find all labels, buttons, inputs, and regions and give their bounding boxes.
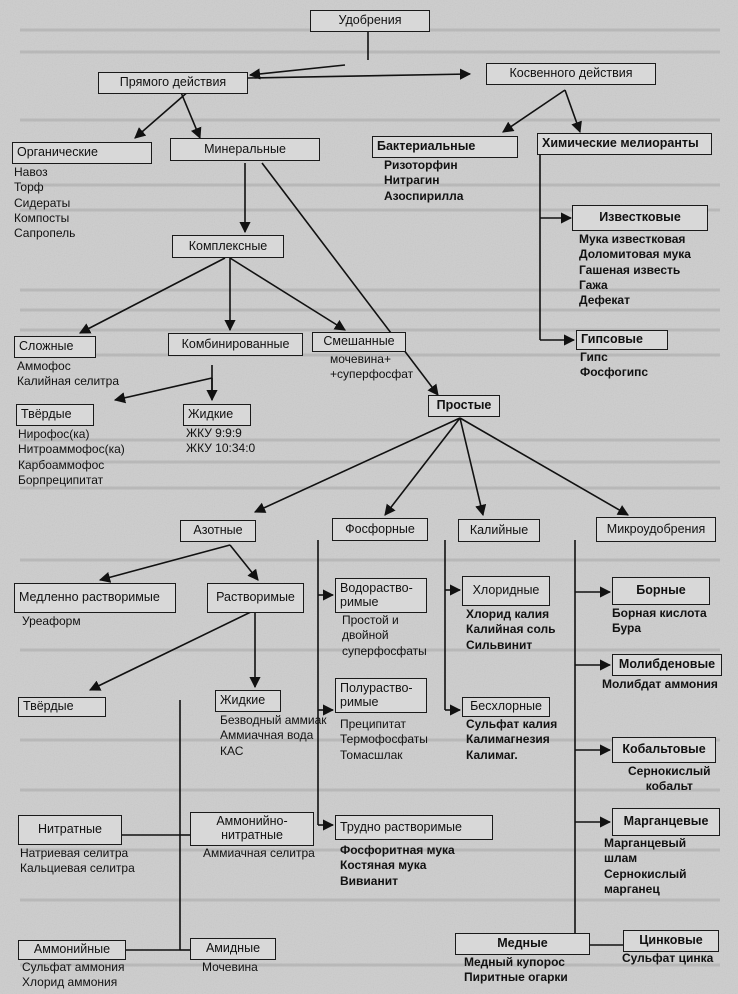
node-semi-soluble: Полураство-римые [335, 678, 427, 713]
node-hard-soluble: Трудно растворимые [335, 815, 493, 840]
node-copper: Медные [455, 933, 590, 955]
ammonium-nitrate-list: Аммиачная селитра [203, 846, 315, 860]
node-nitrate: Нитратные [18, 815, 122, 845]
node-fertilizers: Удобрения [310, 10, 430, 32]
node-complex: Комплексные [172, 235, 284, 258]
node-soluble: Растворимые [207, 583, 304, 613]
node-direct-action: Прямого действия [98, 72, 248, 94]
node-molybdenum: Молибденовые [612, 654, 722, 676]
node-indirect-action: Косвенного действия [486, 63, 656, 85]
node-ammonium: Аммонийные [18, 940, 126, 960]
node-boron: Борные [612, 577, 710, 605]
node-solid-complex: Твёрдые [16, 404, 94, 426]
molybdenum-list: Молибдат аммония [602, 677, 718, 691]
node-lime: Известковые [572, 205, 708, 231]
node-solid-nitrogen: Твёрдые [18, 697, 106, 717]
node-simple: Простые [428, 395, 500, 417]
node-slow-soluble: Медленно растворимые [14, 583, 176, 613]
node-liquid-complex: Жидкие [183, 404, 251, 426]
node-chloride: Хлоридные [462, 576, 550, 606]
node-gypsum: Гипсовые [576, 330, 668, 350]
node-combined: Комбинированные [168, 333, 303, 356]
node-chemical-meliorants: Химические мелиоранты [537, 133, 712, 155]
slow-soluble-list: Уреаформ [22, 614, 81, 628]
node-mineral: Минеральные [170, 138, 320, 161]
node-organic: Органические [12, 142, 152, 164]
node-micronutrients: Микроудобрения [596, 517, 716, 542]
node-ammonium-nitrate: Аммонийно-нитратные [190, 812, 314, 846]
node-phosphorus: Фосфорные [332, 518, 428, 541]
mixed-list: мочевина++суперфосфат [330, 352, 414, 382]
node-potassium: Калийные [458, 519, 540, 542]
node-zinc: Цинковые [623, 930, 719, 952]
node-manganese: Марганцевые [612, 808, 720, 836]
node-mixed: Смешанные [312, 332, 406, 352]
node-bacterial: Бактериальные [372, 136, 518, 158]
node-liquid-nitrogen: Жидкие [215, 690, 281, 712]
node-compound: Сложные [14, 336, 96, 358]
node-water-soluble: Водораство-римые [335, 578, 427, 613]
node-nitrogen: Азотные [180, 520, 256, 542]
node-cobalt: Кобальтовые [612, 737, 716, 763]
zinc-list: Сульфат цинка [622, 951, 714, 965]
amide-list: Мочевина [202, 960, 258, 974]
node-chlorine-free: Бесхлорные [462, 697, 550, 717]
node-amide: Амидные [190, 938, 276, 960]
